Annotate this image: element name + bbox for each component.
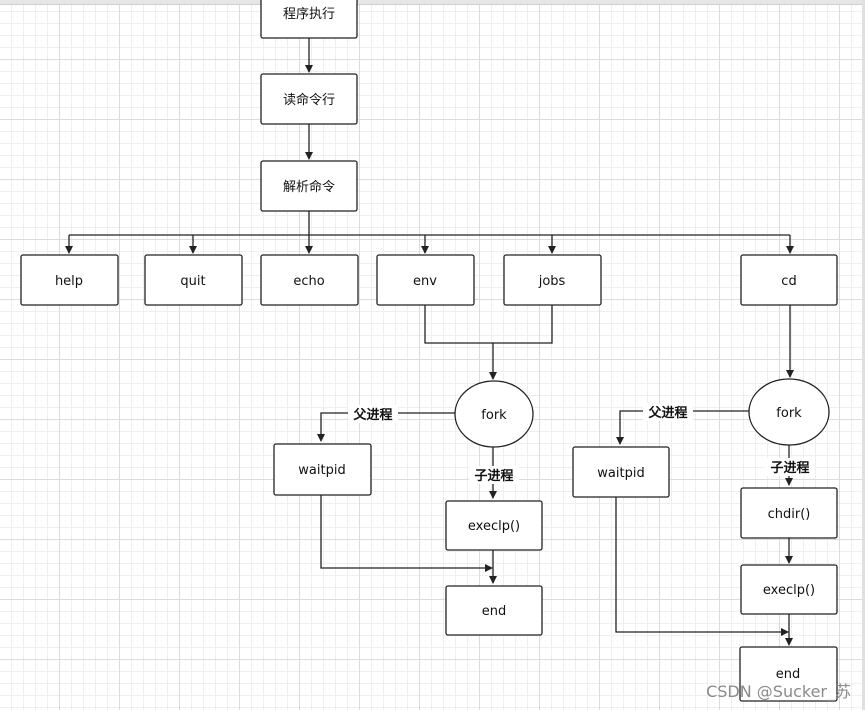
svg-text:cd: cd <box>781 274 796 289</box>
node-jobs: jobs <box>503 254 602 306</box>
node-execlp-left: execlp() <box>445 500 543 551</box>
svg-text:waitpid: waitpid <box>597 466 644 481</box>
svg-text:end: end <box>776 667 801 682</box>
svg-text:jobs: jobs <box>538 274 566 289</box>
node-help: help <box>20 254 119 306</box>
edge-labels: 父进程 子进程 父进程 子进程 <box>348 403 815 484</box>
child-label-left: 子进程 <box>474 469 513 484</box>
svg-text:end: end <box>482 604 507 619</box>
parent-label-left: 父进程 <box>352 408 392 423</box>
right-border <box>862 0 865 710</box>
svg-text:fork: fork <box>481 408 507 423</box>
svg-text:解析命令: 解析命令 <box>283 179 335 195</box>
edge-env-jobs-merge <box>424 305 553 344</box>
node-echo: echo <box>260 254 359 306</box>
svg-text:fork: fork <box>776 406 802 421</box>
node-end-right: end <box>739 646 838 702</box>
node-parse-cmd: 解析命令 <box>260 160 358 212</box>
svg-text:chdir(): chdir() <box>768 507 811 522</box>
svg-text:help: help <box>55 274 83 289</box>
node-end-left: end <box>445 585 543 636</box>
child-label-right: 子进程 <box>770 461 809 476</box>
edge-parse-branch-bus <box>69 211 790 236</box>
svg-text:execlp(): execlp() <box>763 583 815 598</box>
node-chdir: chdir() <box>740 487 838 539</box>
node-fork-right: fork <box>748 378 830 446</box>
edge-waitpid-right-to-end <box>615 497 789 636</box>
edge-fork-right-parent <box>616 410 749 445</box>
svg-text:echo: echo <box>293 274 324 289</box>
svg-text:waitpid: waitpid <box>298 463 345 478</box>
edges <box>65 38 794 646</box>
svg-text:读命令行: 读命令行 <box>283 92 335 108</box>
node-cd: cd <box>740 254 838 306</box>
svg-text:env: env <box>413 274 437 289</box>
svg-text:execlp(): execlp() <box>468 519 520 534</box>
node-fork-left: fork <box>454 380 534 448</box>
node-waitpid-right: waitpid <box>572 446 670 498</box>
edge-fork-left-parent <box>317 412 455 442</box>
top-border <box>0 0 865 5</box>
svg-text:quit: quit <box>180 274 205 289</box>
parent-label-right: 父进程 <box>647 406 687 421</box>
node-read-cmd: 读命令行 <box>260 73 358 125</box>
edge-waitpid-left-to-end <box>320 495 493 572</box>
node-program-exec: 程序执行 <box>260 0 358 39</box>
node-env: env <box>376 254 475 306</box>
watermark: CSDN @Sucker_苏 <box>706 682 851 701</box>
node-waitpid-left: waitpid <box>273 443 372 496</box>
node-execlp-right: execlp() <box>740 564 838 615</box>
svg-text:程序执行: 程序执行 <box>283 7 335 22</box>
node-quit: quit <box>144 254 243 306</box>
